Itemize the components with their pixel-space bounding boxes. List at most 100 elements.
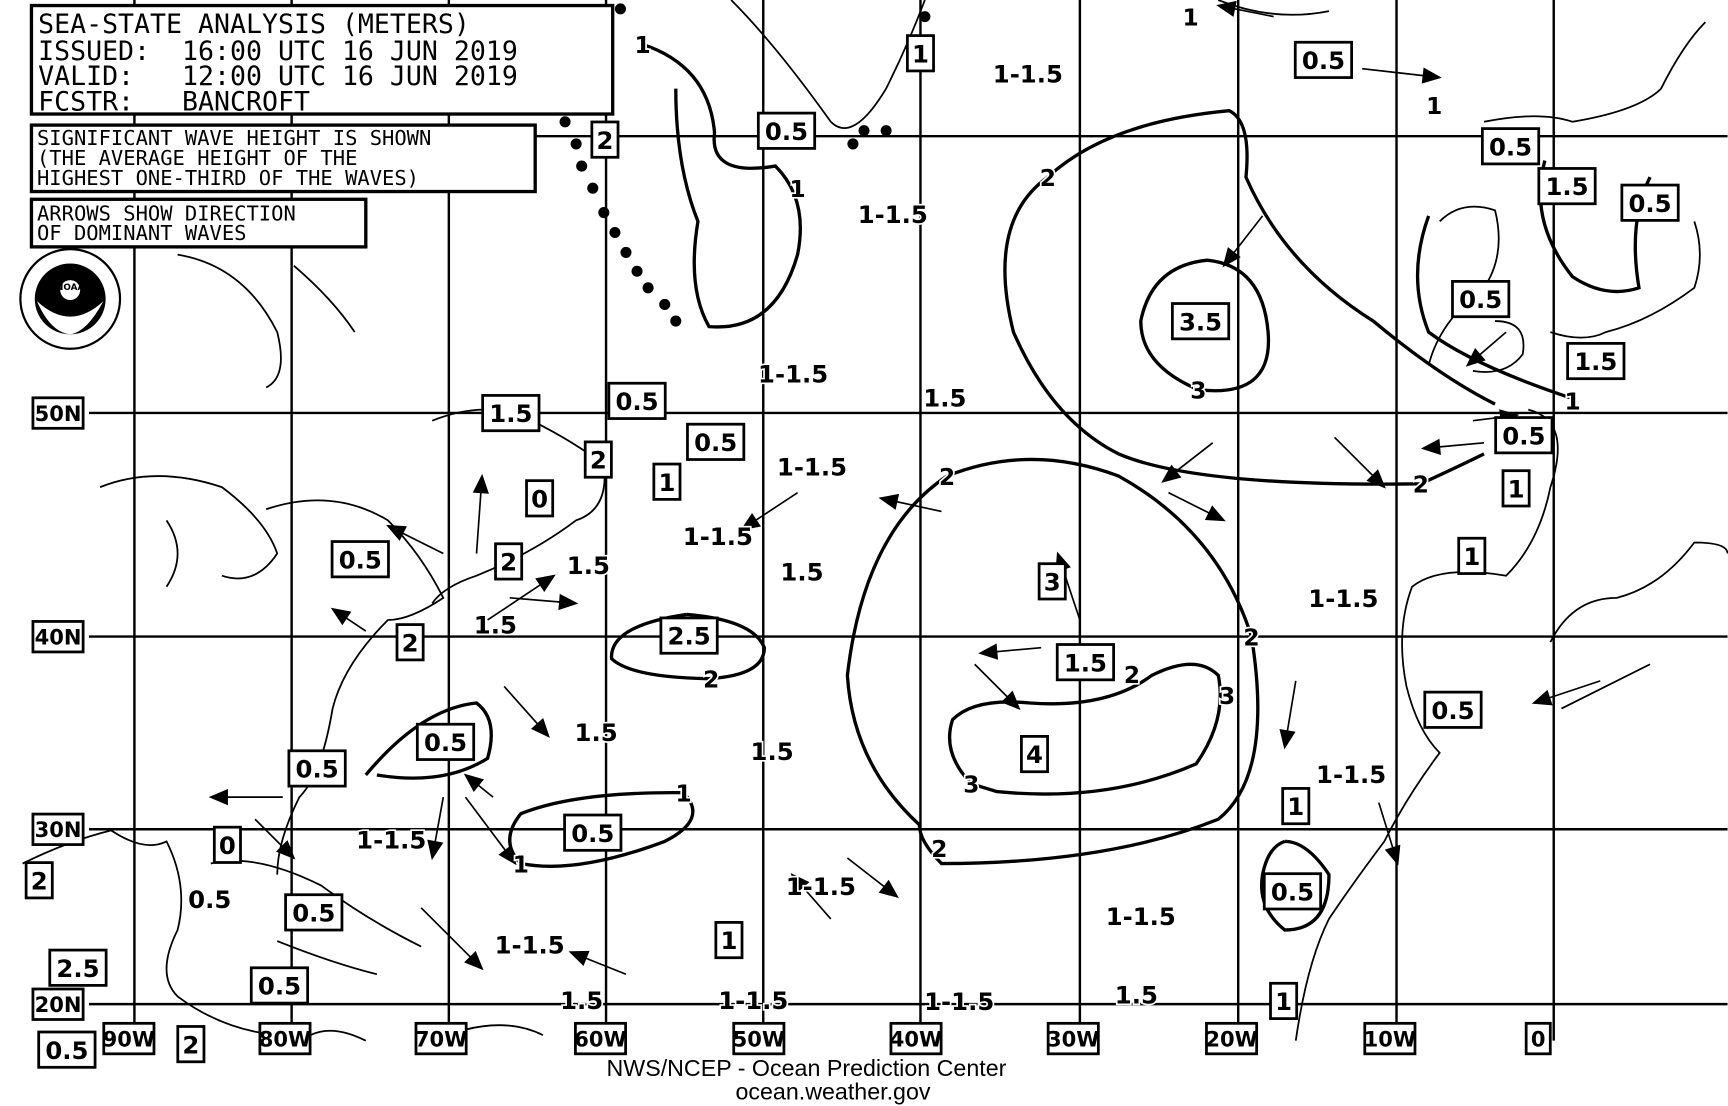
wave-direction-arrow — [1216, 0, 1274, 18]
wave-height-box-text: 0.5 — [571, 819, 614, 848]
wave-height-area-label: 1-1.5 — [683, 522, 753, 551]
wave-height-box: 0.5 — [1451, 279, 1511, 319]
wave-height-box: 0.5 — [287, 749, 347, 788]
contour-label: 1 — [513, 851, 529, 878]
wave-height-area-label: 1.5 — [560, 986, 603, 1015]
wave-height-area-label: 0.5 — [188, 885, 231, 914]
ice-edge-dot — [570, 138, 582, 150]
coastline — [1294, 408, 1559, 1041]
contour-label: 2 — [1413, 472, 1429, 499]
wave-height-box: 0.5 — [1480, 127, 1541, 166]
wave-height-box: 0.5 — [249, 966, 310, 1005]
ice-edge-dot — [847, 138, 859, 150]
footer-url: ocean.weather.gov — [735, 1078, 930, 1104]
wave-height-box-text: 0.5 — [694, 428, 737, 457]
wave-height-box-text: 0.5 — [615, 387, 658, 416]
issued-time: ISSUED: 16:00 UTC 16 JUN 2019 — [38, 36, 518, 67]
wave-direction-arrow — [1465, 331, 1507, 367]
wave-height-box: 1 — [905, 34, 935, 73]
longitude-label-text: 70W — [415, 1026, 467, 1051]
wave-height-area-label: 1-1.5 — [1106, 902, 1176, 931]
wave-direction-arrow — [330, 607, 367, 632]
wave-direction-arrow — [974, 663, 1021, 711]
ice-edge-dot — [880, 125, 892, 137]
valid-time: VALID: 12:00 UTC 16 JUN 2019 — [38, 61, 518, 92]
longitude-label: 70W — [414, 1021, 468, 1056]
footer-agency: NWS/NCEP - Ocean Prediction Center — [606, 1055, 1006, 1081]
wave-height-area-label: 1-1.5 — [993, 59, 1063, 88]
coastline — [310, 1024, 544, 1042]
note-line: HIGHEST ONE-THIRD OF THE WAVES) — [37, 166, 419, 190]
longitude-label-text: 90W — [103, 1026, 155, 1051]
ice-edge-dot — [587, 182, 599, 194]
latitude-label: 30N — [31, 812, 85, 846]
forecaster: FCSTR: BANCROFT — [38, 87, 310, 118]
wave-height-box: 0.5 — [686, 422, 746, 461]
wave-height-box-text: 4 — [1026, 740, 1043, 769]
wave-height-area-label: 1-1.5 — [495, 931, 565, 960]
longitude-label-text: 60W — [574, 1026, 626, 1051]
longitude-label-text: 10W — [1364, 1026, 1416, 1051]
wave-direction-arrow — [208, 788, 283, 806]
ice-edge-dots — [559, 3, 931, 327]
wave-height-box-text: 2 — [402, 628, 419, 657]
coastline — [1427, 21, 1707, 366]
wave-height-box: 2 — [24, 861, 54, 900]
contour-line — [642, 42, 802, 329]
latitude-label: 50N — [31, 396, 85, 430]
wave-height-box: 3 — [1037, 562, 1067, 601]
wave-height-area-label: 1-1.5 — [858, 200, 928, 229]
wave-height-area-label: 1.5 — [1115, 980, 1158, 1009]
ice-edge-dot — [576, 160, 588, 172]
wave-height-box: 1 — [714, 921, 744, 960]
wave-height-box: 2.5 — [48, 948, 108, 987]
contour-line — [609, 612, 767, 681]
wave-height-box: 2.5 — [659, 616, 719, 655]
noaa-logo: NOAA — [19, 247, 122, 350]
contour-label: 3 — [1219, 683, 1235, 710]
latitude-label-text: 30N — [35, 817, 82, 842]
longitude-label: 80W — [258, 1021, 312, 1056]
coastline — [1550, 221, 1701, 339]
ice-edge-dot — [631, 265, 643, 277]
ice-edge-dot — [642, 282, 654, 294]
wave-height-box-text: 0.5 — [45, 1036, 88, 1065]
contour-label: 2 — [703, 666, 719, 693]
wave-height-area-label: 1-1.5 — [718, 986, 788, 1015]
wave-height-box-text: 2.5 — [56, 954, 99, 983]
contour-label: 1 — [1564, 389, 1580, 416]
map-title: SEA-STATE ANALYSIS (METERS) — [38, 9, 470, 40]
wave-direction-arrow — [1168, 491, 1226, 522]
longitude-label-text: 50W — [733, 1026, 785, 1051]
latitude-label-text: 40N — [35, 625, 82, 650]
wave-height-box-text: 0 — [219, 831, 236, 860]
wave-height-box: 0.5 — [1494, 416, 1554, 455]
wave-height-box: 0.5 — [1423, 690, 1483, 729]
wave-height-area-label: 1-1.5 — [1316, 760, 1386, 789]
longitude-label: 10W — [1363, 1021, 1417, 1056]
ice-edge-dot — [614, 3, 626, 15]
latitude-label: 40N — [31, 620, 85, 654]
coastline — [177, 253, 356, 389]
coastline — [265, 499, 445, 875]
wave-height-box-text: 2 — [590, 446, 607, 475]
wave-height-area-label: 1-1.5 — [758, 359, 828, 388]
wave-direction-arrow — [503, 685, 550, 738]
wave-height-box: 1.5 — [1537, 167, 1597, 206]
ice-edge-dot — [919, 11, 931, 23]
wave-height-box-text: 1 — [1463, 542, 1480, 571]
longitude-label: 40W — [889, 1021, 943, 1056]
longitude-label-text: 40W — [890, 1026, 942, 1051]
wave-direction-arrow — [1531, 680, 1601, 706]
wave-height-box-text: 0.5 — [292, 899, 335, 928]
wave-height-box-text: 2.5 — [668, 622, 711, 651]
wave-height-box: 0.5 — [37, 1030, 97, 1069]
wave-direction-arrow — [464, 796, 517, 866]
wave-height-box-text: 1 — [1275, 987, 1292, 1016]
contour-label: 3 — [963, 772, 979, 799]
wave-height-box: 1 — [1281, 787, 1311, 826]
wave-direction-arrow — [509, 593, 579, 611]
coastline — [1472, 320, 1525, 373]
wave-height-box-text: 2 — [500, 548, 517, 577]
